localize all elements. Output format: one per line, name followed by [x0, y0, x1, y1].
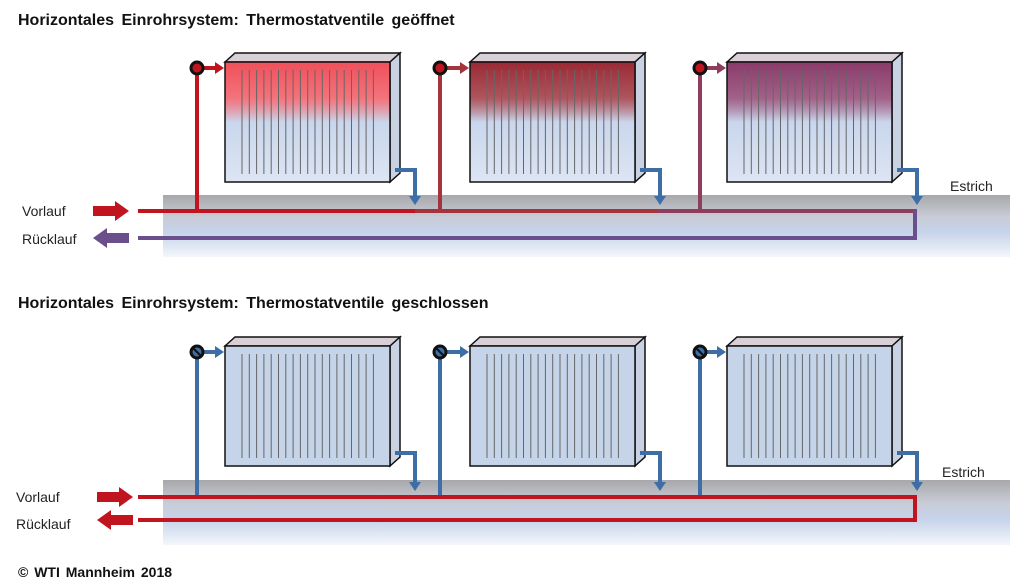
inlet-arrow-icon [215, 62, 224, 74]
radiator-closed [725, 335, 904, 468]
outlet-pipe [395, 168, 417, 196]
copyright: © WTI Mannheim 2018 [18, 564, 173, 580]
radiator-top [725, 336, 904, 347]
return-label-closed: Rücklauf [16, 516, 71, 532]
outlet-pipe [395, 451, 417, 482]
valve-closed-mark [435, 347, 445, 357]
title-open: Horizontales Einrohrsystem: Thermostatve… [18, 12, 455, 29]
radiator-open [468, 51, 647, 184]
supply-label-open: Vorlauf [22, 203, 66, 219]
outlet-arrow-icon [911, 196, 923, 205]
radiator-open [725, 51, 904, 184]
valve-closed-mark [695, 347, 705, 357]
supply-label-closed: Vorlauf [16, 489, 60, 505]
outlet-arrow-icon [654, 196, 666, 205]
radiator-top [468, 336, 647, 347]
supply-arrow-icon [93, 201, 129, 221]
radiator-side [634, 335, 646, 468]
return-arrow-icon [93, 228, 129, 248]
radiator-side [891, 335, 903, 468]
floor-slab [163, 195, 1010, 257]
outlet-arrow-icon [409, 482, 421, 491]
radiator-closed [223, 335, 402, 468]
radiator-top [223, 336, 402, 347]
inlet-arrow-icon [215, 346, 224, 358]
radiator-closed [468, 335, 647, 468]
title-closed: Horizontales Einrohrsystem: Thermostatve… [18, 295, 489, 312]
radiator-side [389, 335, 401, 468]
thermostat-valve-open [189, 60, 205, 76]
thermostat-valve-open [692, 60, 708, 76]
outlet-pipe [640, 451, 662, 482]
outlet-arrow-icon [654, 482, 666, 491]
radiator-side [389, 51, 401, 184]
radiator-top [223, 52, 402, 63]
radiator-side [634, 51, 646, 184]
return-label-open: Rücklauf [22, 231, 77, 247]
radiator-side [891, 51, 903, 184]
inlet-arrow-icon [460, 62, 469, 74]
outlet-pipe [897, 168, 919, 196]
floor-slab [163, 480, 1010, 545]
radiator-top [725, 52, 904, 63]
valve-closed-mark [192, 347, 202, 357]
radiator-top [468, 52, 647, 63]
return-arrow-icon [97, 510, 133, 530]
outlet-arrow-icon [409, 196, 421, 205]
floor-label-open: Estrich [950, 178, 993, 194]
inlet-arrow-icon [717, 346, 726, 358]
inlet-arrow-icon [717, 62, 726, 74]
supply-arrow-icon [97, 487, 133, 507]
outlet-arrow-icon [911, 482, 923, 491]
thermostat-valve-open [432, 60, 448, 76]
floor-label-closed: Estrich [942, 464, 985, 480]
radiator-open [223, 51, 402, 184]
outlet-pipe [897, 451, 919, 482]
inlet-arrow-icon [460, 346, 469, 358]
outlet-pipe [640, 168, 662, 196]
